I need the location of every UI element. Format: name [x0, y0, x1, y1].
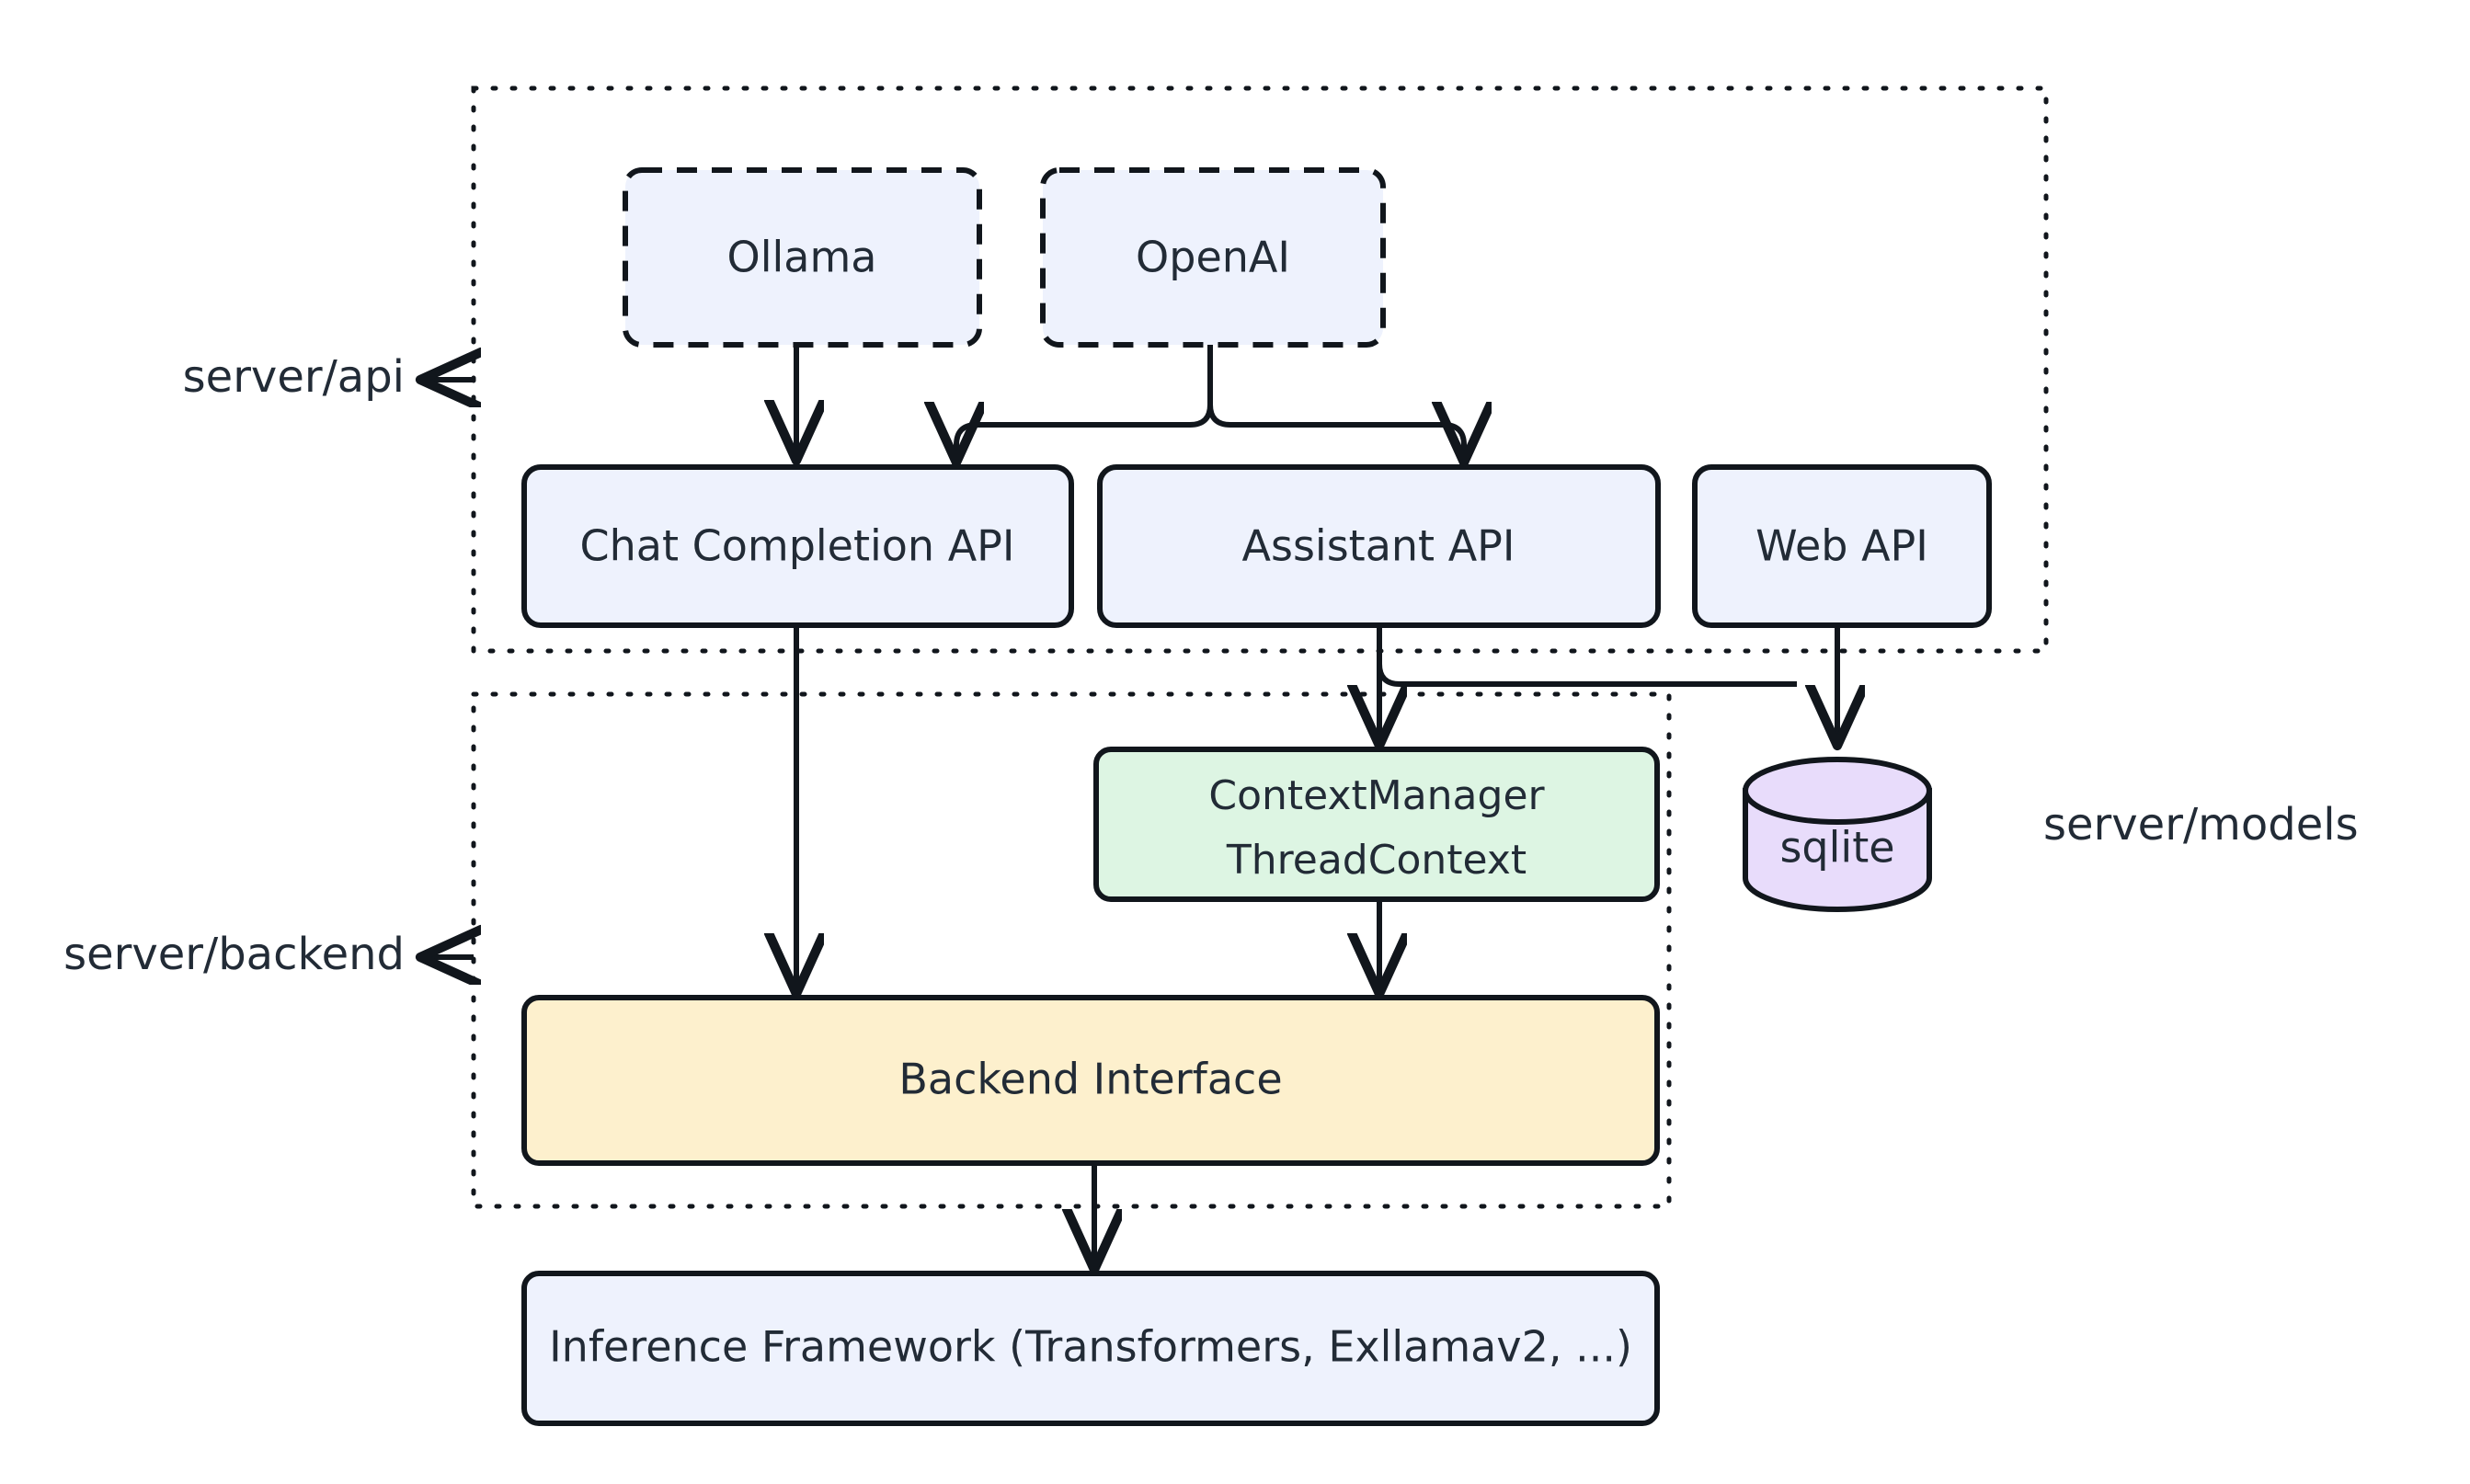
node-chat-completion-api[interactable]: [521, 464, 1074, 628]
node-inference-framework[interactable]: [521, 1271, 1660, 1426]
node-ollama[interactable]: [623, 167, 982, 348]
edge-assistant-api-to-sqlite: [1377, 625, 1797, 687]
group-label-server-api: server/api: [183, 351, 405, 403]
node-context-manager[interactable]: [1093, 747, 1660, 902]
group-server-backend: [471, 691, 1672, 1209]
node-sqlite-label: sqlite: [1779, 823, 1894, 873]
group-label-server-backend: server/backend: [63, 929, 405, 980]
node-backend-interface[interactable]: [521, 995, 1660, 1166]
node-openai-label: OpenAI: [1136, 233, 1290, 282]
sqlite-cylinder-top: [1743, 757, 1932, 825]
node-backend-interface-label: Backend Interface: [898, 1055, 1282, 1104]
node-context-manager-label-line1: ContextManager: [1208, 772, 1545, 819]
node-context-manager-label-line2: ThreadContext: [1226, 837, 1527, 884]
node-web-api[interactable]: [1692, 464, 1992, 628]
node-chat-completion-api-label: Chat Completion API: [580, 521, 1015, 571]
group-label-server-models: server/models: [2043, 799, 2359, 850]
group-server-api: [471, 86, 2049, 654]
edge-openai-to-chat-api: [956, 405, 1213, 457]
node-inference-framework-label: Inference Framework (Transformers, Exlla…: [549, 1322, 1632, 1372]
node-assistant-api[interactable]: [1097, 464, 1661, 628]
node-web-api-label: Web API: [1755, 521, 1928, 571]
node-assistant-api-label: Assistant API: [1242, 521, 1515, 571]
edge-openai-to-assistant-api: [1207, 405, 1464, 457]
node-ollama-label: Ollama: [727, 233, 877, 282]
node-openai[interactable]: [1040, 167, 1386, 348]
node-sqlite[interactable]: sqlite: [1743, 757, 1932, 912]
